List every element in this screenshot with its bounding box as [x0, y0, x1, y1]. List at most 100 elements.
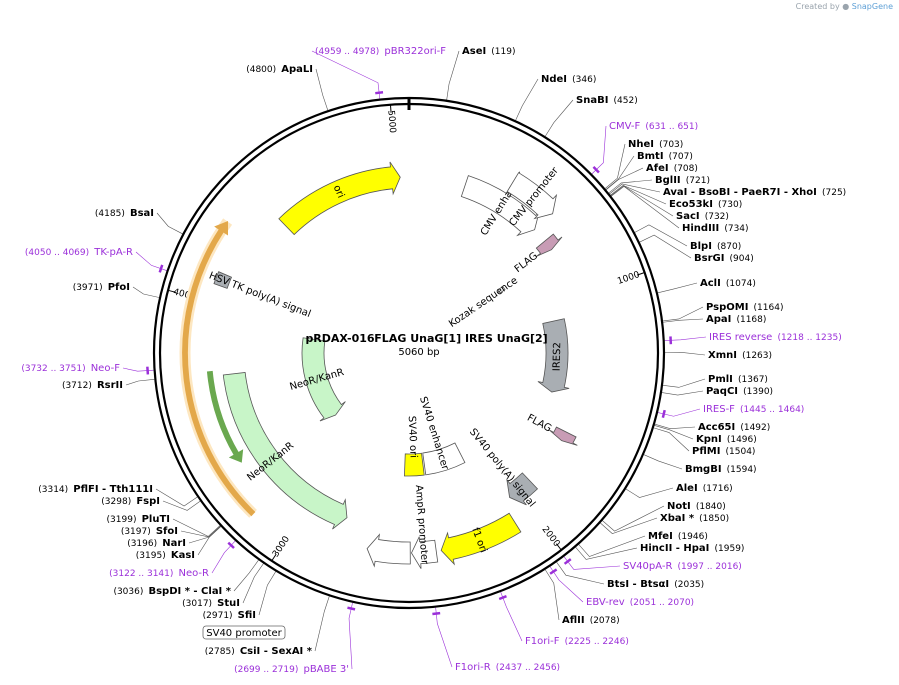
feature-ires2: IRES2	[537, 318, 570, 393]
site-connector	[188, 526, 221, 544]
site-position: (1946)	[678, 532, 708, 542]
site-connector	[162, 500, 201, 511]
primer-connector	[435, 607, 453, 668]
primer-sv40par: SV40pA-R (1997 .. 2016)	[563, 558, 742, 572]
site-name: NdeI	[541, 74, 567, 85]
site-noti: NotI (1840)	[667, 501, 726, 512]
site-position: (707)	[669, 152, 693, 162]
site-position: (734)	[724, 224, 748, 234]
primer-position: (2225 .. 2246)	[565, 637, 629, 647]
site-name: BspDI * - ClaI *	[148, 586, 231, 597]
site-connector	[315, 68, 329, 111]
site-connector	[600, 517, 658, 535]
site-name: BlpI	[690, 241, 712, 252]
site-pfoi: (3971) PfoI	[73, 282, 130, 293]
primer-label: EBV-rev (2051 .. 2070)	[586, 590, 694, 609]
site-connector	[314, 596, 330, 652]
site-label: BglII (721)	[655, 168, 710, 187]
site-name: KpnI	[696, 434, 722, 445]
site-position: (1074)	[726, 279, 756, 289]
primer-f1orir: F1ori-R (2437 .. 2456)	[432, 611, 560, 674]
site-label: Eco53kI (730)	[669, 192, 742, 211]
primer-position: (2699 .. 2719)	[234, 665, 298, 675]
site-xmni: XmnI (1263)	[708, 350, 772, 361]
site-name: ApaI	[706, 314, 731, 325]
site-position: (1263)	[742, 351, 772, 361]
primer-mark	[661, 409, 666, 419]
site-connector	[657, 282, 698, 294]
primer-label: (4050 .. 4069) TK-pA-R	[25, 240, 133, 259]
site-bmgbi: BmgBI (1594)	[685, 457, 757, 476]
site-label: AflII (2078)	[562, 608, 620, 627]
site-connector	[156, 212, 183, 235]
site-label: NheI (703)	[628, 132, 683, 151]
site-name: SfoI	[156, 526, 178, 537]
feature-arrow	[213, 271, 233, 289]
primer-name: EBV-rev	[586, 597, 625, 608]
primer-label: IRES-F (1445 .. 1464)	[703, 397, 804, 416]
primer-mark	[432, 611, 441, 616]
site-bglii: BglII (721)	[655, 168, 710, 187]
site-connector	[242, 563, 264, 604]
site-label: (2785) CsiI - SexAI *	[205, 639, 313, 658]
primer-position: (3732 .. 3751)	[21, 364, 85, 374]
site-label: HindIII (734)	[682, 216, 749, 235]
site-mfei: MfeI (1946)	[648, 531, 708, 542]
site-apali: (4800) ApaLI	[246, 64, 313, 75]
tick-mark	[636, 272, 645, 276]
site-pspomi: PspOMI (1164)	[706, 302, 784, 313]
site-connector	[545, 569, 560, 621]
site-name: FspI	[136, 496, 160, 507]
site-label: (3197) SfoI	[121, 519, 178, 538]
tick-mark	[389, 104, 392, 113]
site-label: NdeI (346)	[541, 67, 596, 86]
site-name: PfoI	[108, 282, 130, 293]
site-name: AleI	[676, 483, 698, 494]
site-position: (1959)	[715, 544, 745, 554]
primer-connector	[500, 591, 523, 642]
site-position: (3971)	[73, 283, 103, 293]
site-position: (2785)	[205, 647, 235, 657]
site-connector	[605, 167, 644, 190]
site-connector	[605, 155, 635, 190]
site-label: BsrGI (904)	[694, 246, 754, 265]
site-name: XbaI *	[660, 513, 695, 524]
site-name: NotI	[667, 501, 691, 512]
site-position: (3199)	[107, 515, 137, 525]
site-name: PluTI	[142, 514, 170, 525]
primer-position: (3122 .. 3141)	[109, 569, 173, 579]
primer-iresf: IRES-F (1445 .. 1464)	[661, 397, 804, 419]
site-label: BmtI (707)	[637, 144, 693, 163]
site-label: KpnI (1496)	[696, 427, 757, 446]
site-name: HindIII	[682, 223, 719, 234]
site-name: AflII	[562, 615, 585, 626]
site-position: (3036)	[113, 587, 143, 597]
site-paqci: PaqCI (1390)	[706, 386, 773, 397]
primer-ebvrev: EBV-rev (2051 .. 2070)	[549, 568, 694, 609]
site-connector	[611, 185, 680, 229]
primer-name: TK-pA-R	[93, 247, 133, 258]
tick-mark	[271, 553, 277, 562]
site-position: (1164)	[754, 303, 784, 313]
site-connector	[662, 306, 704, 322]
credit-brand: SnapGene	[851, 2, 893, 11]
site-label: BlpI (870)	[690, 234, 741, 253]
site-connector	[132, 286, 160, 298]
site-name: PmlI	[708, 374, 733, 385]
site-name: RsrII	[97, 380, 123, 391]
feature-arrow	[404, 452, 425, 477]
site-label: BmgBI (1594)	[685, 457, 757, 476]
site-hindiii: HindIII (734)	[682, 216, 749, 235]
primer-mark	[498, 595, 507, 601]
feature-arrow	[222, 371, 348, 530]
primer-label: (4959 .. 4978) pBR322ori-F	[315, 39, 446, 58]
site-label: (2971) SfiI	[203, 603, 256, 622]
site-ndei: NdeI (346)	[541, 67, 596, 86]
primer-position: (4050 .. 4069)	[25, 248, 89, 258]
site-name: SnaBI	[576, 95, 608, 106]
primer-label: F1ori-R (2437 .. 2456)	[455, 655, 560, 674]
site-position: (119)	[491, 47, 515, 57]
plasmid-length: 5060 bp	[398, 347, 439, 358]
site-sfoi: (3197) SfoI	[121, 519, 178, 538]
